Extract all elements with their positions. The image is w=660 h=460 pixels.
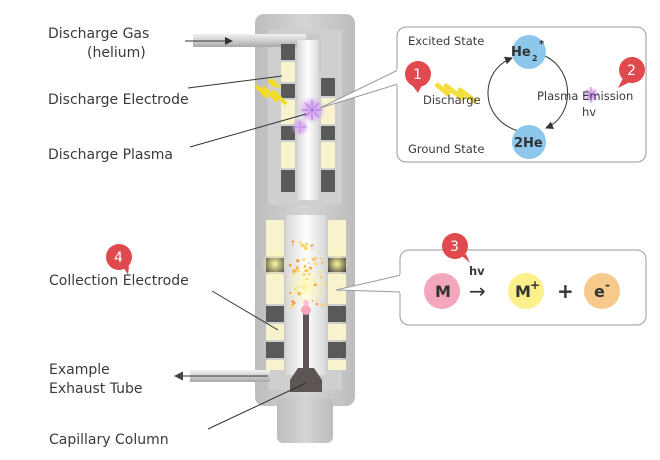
ion-spark [304,269,307,272]
ion-spark [292,272,295,275]
ground-state-label: Ground State [408,142,484,156]
ion-spark [321,261,324,264]
e-superscript: - [605,278,610,292]
reaction-arrow: → [469,279,486,303]
ion-spark [302,286,306,290]
plus-sign: + [557,279,574,303]
badge-2: 2 [618,57,645,88]
svg-text:4: 4 [114,250,123,266]
he2-subscript: 2 [532,54,538,63]
badge-4: 4 [106,244,132,275]
ion-spark [311,258,314,261]
label-discharge-plasma: Discharge Plasma [48,147,173,163]
label-collection-electrode: Collection Electrode [49,273,189,289]
ion-spark [308,266,313,270]
ion-spark [304,247,308,251]
he2-bubble [512,35,546,69]
label-discharge-gas: Discharge Gas [48,26,149,42]
ion-spark [297,269,300,273]
e-bubble [584,273,620,309]
capillary-column [290,300,322,392]
ion-spark [307,262,310,264]
ion-spark [288,263,292,267]
ion-spark [319,271,322,274]
label-exhaust-line1: Example [49,362,110,378]
ion-spark [293,287,297,292]
svg-text:3: 3 [450,239,459,255]
ion-spark [295,266,299,269]
lightning-icon [254,78,288,106]
ion-spark [313,256,317,261]
ionization-hv-label: hv [469,264,485,278]
ion-spark [300,243,304,248]
emission-hv-label: hv [582,105,596,119]
ion-spark [321,303,325,307]
ion-spark [291,243,294,246]
excited-state-label: Excited State [408,34,484,48]
ionization-panel: M hv → M + + e - 3 [335,233,647,326]
ion-spark [292,301,296,305]
ion-spark [305,269,309,273]
svg-text:1: 1 [413,67,422,83]
m-bubble [424,273,460,309]
ion-spark [289,291,292,295]
m-plus-label: M [515,282,531,301]
ion-spark [313,283,316,286]
label-discharge-gas-sub: (helium) [87,45,146,61]
ion-spark [317,251,319,253]
ion-spark [297,291,301,296]
ion-spark [296,259,300,263]
m-plus-superscript: + [530,278,540,292]
ion-spark [291,240,295,243]
ion-spark [302,258,306,262]
e-label: e [594,282,605,301]
plasma-emission-label: Plasma Emission [537,89,633,103]
ion-spark [305,278,308,281]
plasma-glow [291,96,326,136]
ion-glow [261,250,349,307]
he2-superscript: * [539,39,545,50]
emission-sparkle-icon [583,87,599,103]
ion-sparkles [288,240,326,310]
label-exhaust-line2: Exhaust Tube [49,381,143,397]
ion-spark [319,257,322,260]
ion-spark [294,250,296,253]
discharge-label: Discharge [423,93,481,107]
two-he-label: 2He [514,136,543,151]
svg-text:2: 2 [627,63,636,79]
ion-spark [313,261,317,266]
ion-spark [322,282,326,287]
ion-spark [308,273,310,275]
badge-3: 3 [442,233,470,263]
leader-lines [174,37,307,430]
ion-spark [303,265,307,268]
ion-spark [298,240,302,244]
ion-spark [291,303,294,306]
badge-1: 1 [405,61,431,93]
ion-spark [292,269,296,273]
ion-spark [311,248,314,251]
m-label: M [435,282,451,301]
m-plus-bubble [508,273,544,309]
ion-spark [302,273,306,277]
label-discharge-electrode: Discharge Electrode [48,92,189,108]
ion-spark [319,275,322,279]
ion-spark [317,298,319,300]
ion-spark [322,270,325,273]
he-bubble [512,125,546,159]
label-capillary-column: Capillary Column [49,432,169,448]
ion-spark [289,261,292,264]
he2-label: He [511,45,531,60]
discharge-bolt-icon [434,82,478,104]
ion-spark [311,300,314,302]
ion-spark [315,302,319,306]
ion-spark [305,243,308,246]
left-labels: Discharge Gas (helium) Discharge Electro… [48,26,189,448]
ion-spark [297,286,299,288]
ion-spark [310,244,313,248]
excitation-panel: Excited State Ground State He 2 * 2He Di… [319,26,647,163]
